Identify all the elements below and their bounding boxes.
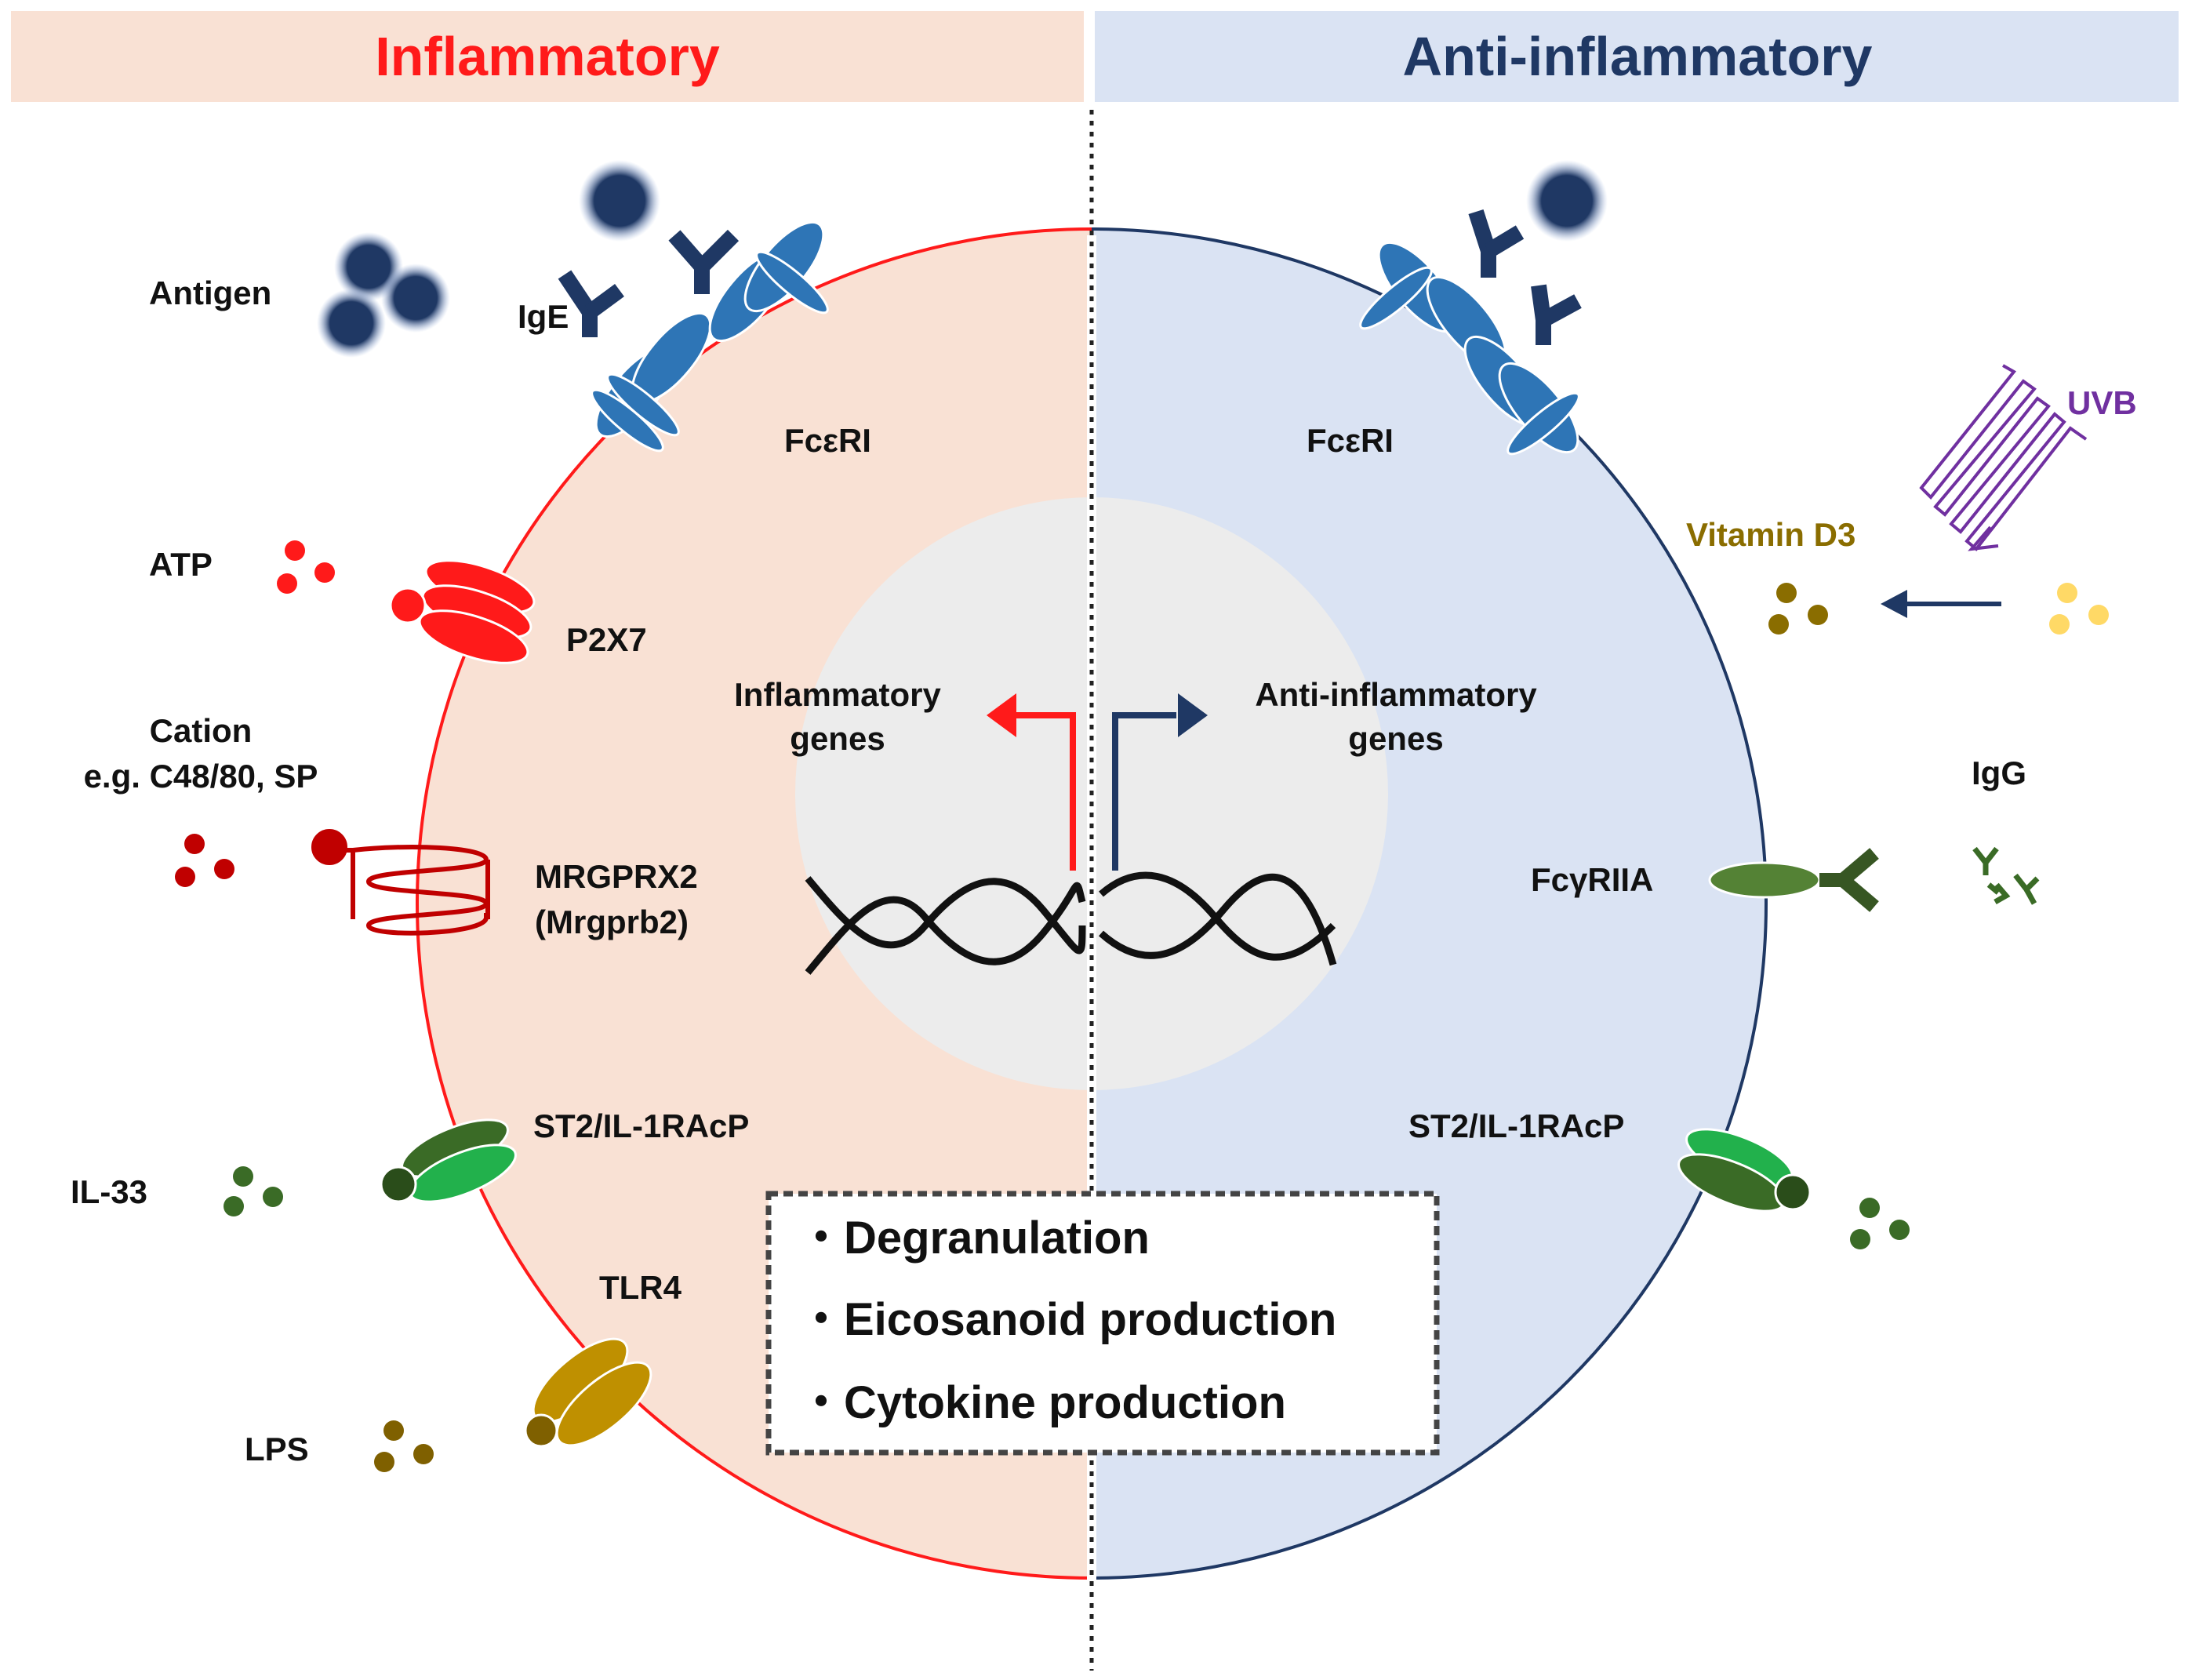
il33-label: IL-33 [71,1173,147,1210]
tlr4-receptor-icon [524,1337,652,1448]
tlr4-label: TLR4 [599,1269,682,1306]
anti-inflammatory-genes-label-2: genes [1348,720,1443,757]
fcgriia-label: FcγRIIA [1531,861,1653,898]
inflammatory-genes-label: Inflammatory [734,676,941,713]
right-header-banner [1095,11,2179,102]
gpcr-icon [311,829,490,936]
anti-inflammatory-genes-label: Anti-inflammatory [1255,676,1537,713]
gene-arrow-icon [987,693,1076,871]
cation-example-label: e.g. C48/80, SP [84,758,318,795]
uvb-label: UVB [2067,384,2137,421]
cation-particles-icon [175,834,234,887]
response-box [765,1191,1440,1456]
fceri-receptor-icon [1359,241,1580,456]
response-eicosanoid: ・Eicosanoid production [798,1294,1336,1345]
mrgprb2-label: (Mrgprb2) [535,904,689,940]
ige-antibody-icon [558,229,740,337]
fcgriia-receptor-icon [1708,848,1879,912]
antigen-particle-icon [317,232,450,358]
vitamin-d3-particles-icon [1768,583,1828,635]
atp-label: ATP [149,546,213,583]
st2-right-label: ST2/IL-1RAcP [1408,1107,1624,1144]
atp-particles-icon [277,540,335,594]
p2x7-label: P2X7 [566,621,647,658]
ige-antibody-icon [1468,209,1582,345]
left-header-banner [11,11,1084,102]
p2x7-channel-icon [389,559,536,664]
vitamin-d3-label: Vitamin D3 [1686,516,1855,553]
lps-particles-icon [374,1420,434,1472]
antigen-label: Antigen [149,275,271,311]
lps-label: LPS [245,1431,309,1467]
conversion-arrow-icon [1881,590,2001,618]
fceri-right-label: FcεRI [1307,422,1394,459]
response-cytokine: ・Cytokine production [798,1377,1286,1428]
antigen-particle-icon [579,160,660,242]
antigen-particle-icon [1526,160,1608,242]
igg-antibody-icon [1972,846,2040,905]
mrgprx2-label: MRGPRX2 [535,858,698,895]
response-degranulation: ・Degranulation [798,1213,1150,1264]
inflammatory-genes-label-2: genes [790,720,885,757]
st2-receptor-icon [380,1118,517,1203]
fceri-receptor-icon [591,220,829,453]
il33-particles-icon [224,1166,283,1216]
dna-helix-icon [805,871,1337,975]
st2-receptor-icon [1677,1128,1812,1213]
left-header-title: Inflammatory [375,26,720,87]
fceri-left-label: FcεRI [784,422,871,459]
uvb-wave-icon [1919,364,2088,551]
vitamin-d-precursor-icon [2049,583,2109,635]
right-header-title: Anti-inflammatory [1403,26,1873,87]
igg-label: IgG [1972,755,2026,791]
gene-arrow-icon [1112,693,1208,871]
il33-particles-icon [1850,1198,1910,1249]
ige-label: IgE [518,298,569,335]
st2-left-label: ST2/IL-1RAcP [533,1107,749,1144]
cation-label: Cation [150,712,253,749]
